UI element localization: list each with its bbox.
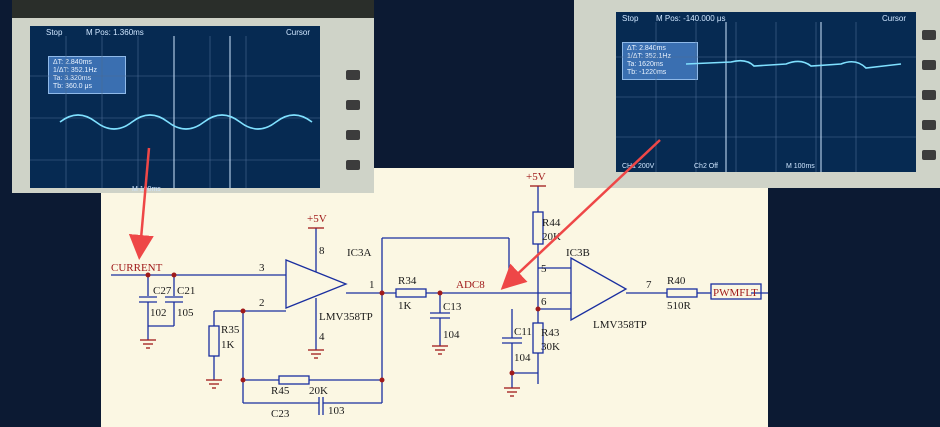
vcc-a-label: +5V [307,213,327,225]
r43-label: R43 [541,327,560,339]
r35-label: R35 [221,324,240,336]
r34-value: 1K [398,300,412,312]
c23-value: 103 [328,405,345,417]
scope-right-mpos: M Pos: -140.000 μs [656,14,726,23]
pin-3: 3 [259,262,265,274]
scope-photo-right: Stop M Pos: -140.000 μs Cursor ΔT: 2.840… [574,0,940,188]
c27-value: 102 [150,307,167,319]
ic3a-label: IC3A [347,247,372,259]
r44-value: 20K [542,231,561,243]
pin-7: 7 [646,279,652,291]
scope-left-status: Stop [46,28,63,37]
readout-freq: 1/ΔT: 352.1Hz [627,53,671,60]
net-label-pwmflt: PWMFLT [713,287,758,299]
scope-photo-left: Stop M Pos: 1.360ms Cursor ΔT: 2.840ms 1… [12,0,374,193]
r45-value: 20K [309,385,328,397]
scope-left-graticule [30,36,320,188]
c23-label: C23 [271,408,290,420]
r34-label: R34 [398,275,417,287]
scope-right-timebase: M 100ms [786,163,815,170]
scope-left-menu: Cursor [285,28,310,37]
vcc-b-label: +5V [526,171,546,183]
c11-value: 104 [514,352,531,364]
opamp-b-symbol [570,256,628,322]
scope-right-graticule [616,22,916,172]
c13-label: C13 [443,301,462,313]
pin-2: 2 [259,297,265,309]
readout-freq: 1/ΔT: 352.1Hz [53,67,97,74]
scope-right-menu: Cursor [881,14,906,23]
readout-ta: Ta: 3.320ms [53,75,92,82]
pin-1: 1 [369,279,375,291]
readout-dt: ΔT: 2.840ms [627,45,666,52]
opamp-a-part: LMV358TP [319,311,373,323]
r43-value: 30K [541,341,560,353]
scope-right-status: Stop [622,14,639,23]
r40-label: R40 [667,275,686,287]
pin-8: 8 [319,245,325,257]
c11-label: C11 [514,326,532,338]
waveform-pulse [685,59,902,69]
c21-value: 105 [177,307,194,319]
pin-6: 6 [541,296,547,308]
scope-screen-right: Stop M Pos: -140.000 μs Cursor ΔT: 2.840… [616,12,916,172]
readout-ta: Ta: 1620ms [627,61,664,68]
pin-5: 5 [541,263,547,275]
waveform-sine [59,114,313,130]
c27-label: C27 [153,285,172,297]
scope-right-ch2: Ch2 Off [694,163,718,170]
net-label-current: CURRENT [111,262,163,274]
opamp-b-part: LMV358TP [593,319,647,331]
c13-value: 104 [443,329,460,341]
readout-tb: Tb: -1220ms [627,69,667,76]
schematic-diagram: CURRENT C27 C21 102 105 3 2 8 4 +5V IC3A… [111,171,768,420]
net-label-adc8: ADC8 [456,279,485,291]
c21-label: C21 [177,285,195,297]
readout-dt: ΔT: 2.840ms [53,59,92,66]
scope-left-readout-box: ΔT: 2.840ms 1/ΔT: 352.1Hz Ta: 3.320ms Tb… [48,56,126,94]
scope-screen-left: Stop M Pos: 1.360ms Cursor ΔT: 2.840ms 1… [30,26,320,188]
r45-label: R45 [271,385,290,397]
pin-4: 4 [319,331,325,343]
scope-right-readout-box: ΔT: 2.840ms 1/ΔT: 352.1Hz Ta: 1620ms Tb:… [622,42,698,80]
r35-value: 1K [221,339,235,351]
scope-right-ch1: CH1 200V [622,163,655,170]
scope-left-timebase: M 100ms [132,186,161,193]
r44-label: R44 [542,217,561,229]
readout-tb: Tb: 360.0 μs [53,83,93,90]
r40-value: 510R [667,300,692,312]
ic3b-label: IC3B [566,247,590,259]
scope-left-mpos: M Pos: 1.360ms [86,28,144,37]
schematic-panel: CURRENT C27 C21 102 105 3 2 8 4 +5V IC3A… [101,168,768,427]
